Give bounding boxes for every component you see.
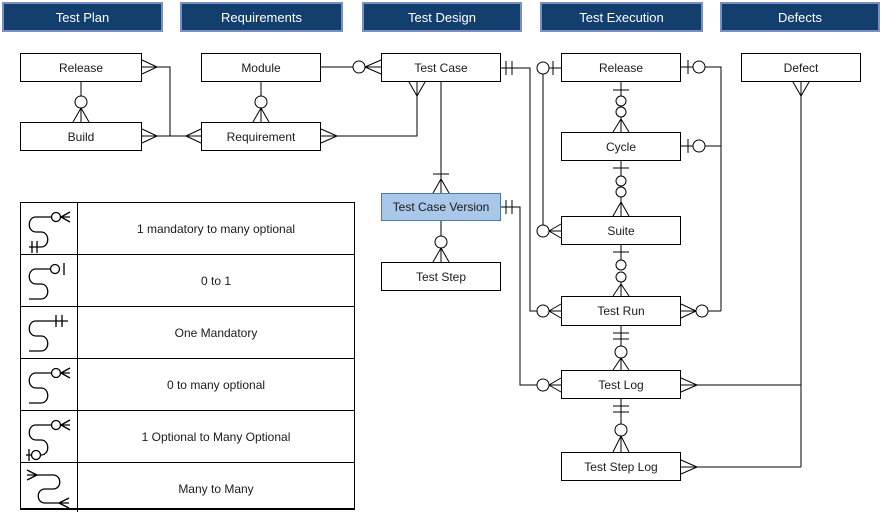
rel-defect-logs (680, 81, 810, 475)
rel-module-requirement (252, 82, 270, 123)
header-defects-label: Defects (777, 9, 823, 25)
entity-requirement[interactable]: Requirement (201, 122, 321, 151)
entity-module[interactable]: Module (201, 53, 321, 82)
entity-release-exec[interactable]: Release (561, 53, 681, 82)
entity-test-step[interactable]: Test Step (381, 262, 501, 291)
legend-row: 1 mandatory to many optional (21, 203, 354, 255)
header-test-design[interactable]: Test Design (362, 2, 522, 32)
zero-to-one-icon (21, 255, 78, 306)
entity-test-step-log[interactable]: Test Step Log (561, 452, 681, 481)
rel-releaseexec-cycle (612, 82, 630, 133)
legend-label: 1 Optional to Many Optional (141, 429, 291, 444)
one-mandatory-icon (21, 307, 78, 358)
header-requirements[interactable]: Requirements (180, 2, 343, 32)
header-test-plan[interactable]: Test Plan (2, 2, 163, 32)
entity-suite[interactable]: Suite (561, 216, 681, 245)
header-defects[interactable]: Defects (720, 2, 880, 32)
legend-row: 1 Optional to Many Optional (21, 411, 354, 463)
header-test-design-label: Test Design (408, 9, 476, 25)
header-test-execution-label: Test Execution (579, 9, 664, 25)
legend-label: 0 to 1 (200, 273, 232, 288)
header-test-plan-label: Test Plan (55, 9, 110, 25)
rel-testcaseversion-teststep (432, 221, 450, 263)
entity-cycle[interactable]: Cycle (561, 132, 681, 161)
legend-row: Many to Many (21, 463, 354, 512)
entity-test-case[interactable]: Test Case (381, 53, 501, 82)
entity-build[interactable]: Build (20, 122, 142, 151)
rel-suite-testrun (612, 245, 630, 297)
rel-testlog-teststeplog (612, 399, 630, 453)
rel-testcaseversion-testlog (501, 200, 562, 393)
header-requirements-label: Requirements (221, 9, 302, 25)
rel-right-rail (680, 60, 722, 319)
one-optional-to-many-optional-icon (21, 411, 78, 462)
legend-label: 1 mandatory to many optional (136, 221, 296, 236)
header-test-execution[interactable]: Test Execution (540, 2, 703, 32)
entity-test-case-version[interactable]: Test Case Version (381, 193, 501, 221)
rel-cycle-suite (612, 161, 630, 217)
legend-label: One Mandatory (174, 325, 258, 340)
entity-release-plan[interactable]: Release (20, 53, 142, 82)
rel-requirement-testcase (320, 81, 426, 144)
rel-testrun-testlog (612, 326, 630, 371)
rel-release-build-requirement (141, 59, 202, 144)
legend-row: 0 to many optional (21, 359, 354, 411)
one-mandatory-to-many-optional-icon (21, 203, 78, 254)
legend-row: One Mandatory (21, 307, 354, 359)
rel-testcase-testcaseversion (432, 82, 450, 194)
entity-test-run[interactable]: Test Run (561, 296, 681, 326)
rel-release-build (72, 82, 90, 123)
rel-releaseexec-suite (536, 61, 562, 239)
entity-test-log[interactable]: Test Log (561, 370, 681, 399)
legend-label: 0 to many optional (166, 377, 266, 392)
legend-row: 0 to 1 (21, 255, 354, 307)
legend-label: Many to Many (178, 481, 254, 496)
many-to-many-icon (21, 463, 78, 512)
entity-defect[interactable]: Defect (741, 53, 861, 82)
notation-legend: 1 mandatory to many optional 0 to 1 One … (20, 202, 355, 512)
rel-testcase-testrun (501, 61, 562, 319)
rel-module-testcase (321, 59, 382, 75)
zero-to-many-optional-icon (21, 359, 78, 410)
